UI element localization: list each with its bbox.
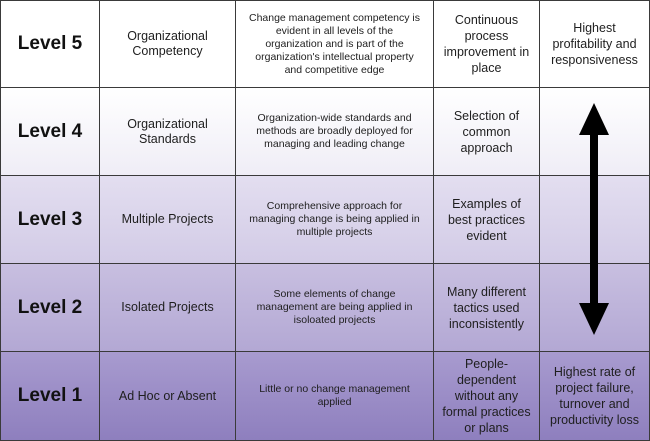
level-outcome: Highest profitability and responsiveness	[539, 1, 650, 87]
row-level-1: Level 1 Ad Hoc or Absent Little or no ch…	[0, 352, 650, 441]
level-impact: People-dependent without any formal prac…	[433, 352, 539, 440]
level-name: Multiple Projects	[99, 176, 235, 263]
level-label: Level 2	[0, 264, 99, 351]
row-level-2: Level 2 Isolated Projects Some elements …	[0, 264, 650, 352]
level-description: Some elements of change management are b…	[235, 264, 433, 351]
level-name: Ad Hoc or Absent	[99, 352, 235, 440]
level-impact: Continuous process improvement in place	[433, 1, 539, 87]
level-label: Level 1	[0, 352, 99, 440]
arrow-head-up	[579, 103, 609, 135]
level-label: Level 5	[0, 1, 99, 87]
level-description: Change management competency is evident …	[235, 1, 433, 87]
level-name: Isolated Projects	[99, 264, 235, 351]
level-description: Organization-wide standards and methods …	[235, 88, 433, 175]
row-level-3: Level 3 Multiple Projects Comprehensive …	[0, 176, 650, 264]
arrow-head-down	[579, 303, 609, 335]
level-outcome: Highest rate of project failure, turnove…	[539, 352, 650, 440]
arrow-shaft	[590, 133, 598, 305]
level-name: Organizational Standards	[99, 88, 235, 175]
level-impact: Examples of best practices evident	[433, 176, 539, 263]
row-level-4: Level 4 Organizational Standards Organiz…	[0, 88, 650, 176]
level-impact: Many different tactics used inconsistent…	[433, 264, 539, 351]
double-headed-arrow-icon	[574, 103, 614, 335]
level-label: Level 3	[0, 176, 99, 263]
level-impact: Selection of common approach	[433, 88, 539, 175]
level-description: Little or no change management applied	[235, 352, 433, 440]
row-level-5: Level 5 Organizational Competency Change…	[0, 0, 650, 88]
level-description: Comprehensive approach for managing chan…	[235, 176, 433, 263]
level-label: Level 4	[0, 88, 99, 175]
double-headed-arrow-icon-svg	[579, 103, 609, 335]
level-name: Organizational Competency	[99, 1, 235, 87]
